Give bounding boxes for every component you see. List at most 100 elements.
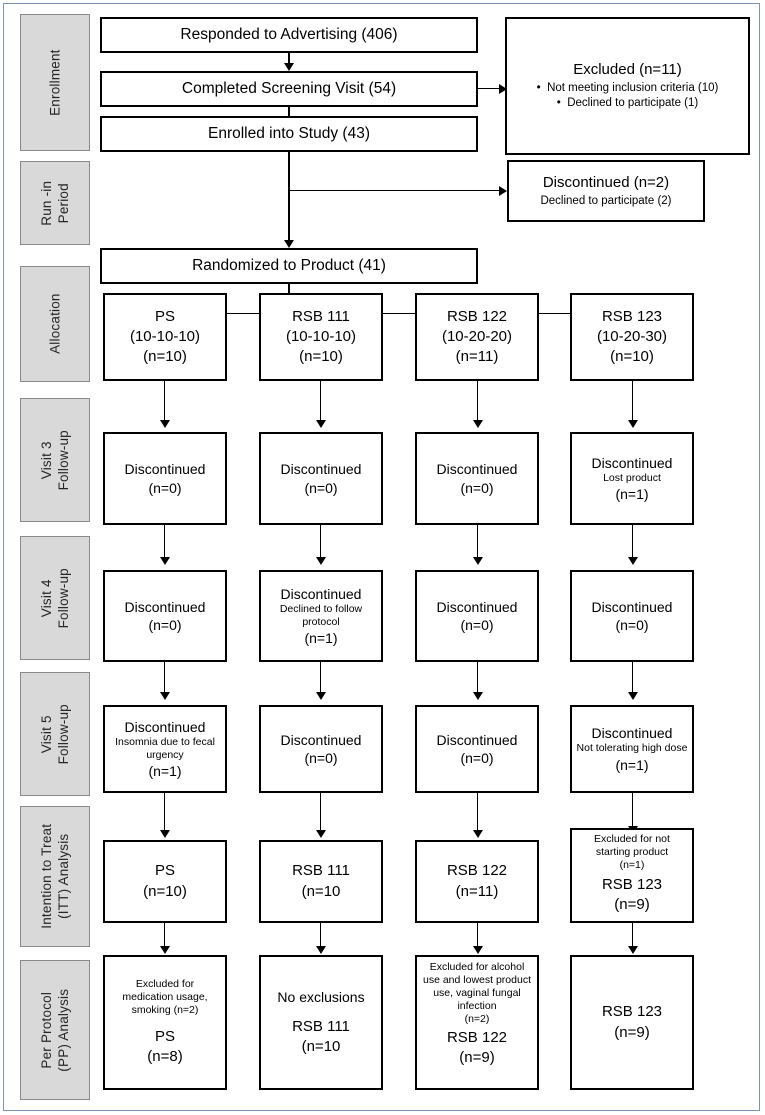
discontinued-n: (n=1) [304, 630, 338, 647]
stage-label-line1: Run -in [38, 180, 54, 226]
discontinued-title: Discontinued [436, 598, 518, 615]
discontinued-title: Discontinued [280, 461, 362, 478]
box-allocation-ps: PS (10-10-10) (n=10) [103, 293, 227, 381]
stage-label-enrollment: Enrollment [20, 14, 90, 151]
arrowhead-down [160, 420, 170, 428]
connector-col4-alloc-visit3 [632, 381, 634, 423]
discontinued-n: (n=0) [460, 750, 494, 766]
pp-n: (n=10 [301, 1037, 341, 1055]
connector-col3-visit5-itt [477, 793, 479, 833]
box-text: Completed Screening Visit (54) [181, 79, 397, 97]
arrowhead-down [160, 830, 170, 838]
discontinued-title: Discontinued [280, 585, 362, 602]
arrowhead-down [160, 692, 170, 700]
connector-col4-itt-pp [632, 923, 634, 949]
pp-n: (n=9) [614, 1023, 650, 1041]
discontinued-n: (n=0) [460, 617, 494, 633]
allocation-name: RSB 122 [446, 307, 508, 325]
itt-n: (n=10) [143, 882, 187, 900]
connector-randomize-bus [165, 313, 633, 315]
arrowhead-right [499, 186, 507, 196]
stage-label-line2: (PP) Analysis [56, 988, 71, 1072]
itt-name: RSB 123 [601, 876, 663, 894]
arrowhead-down [284, 63, 294, 71]
connector-col3-itt-pp [477, 923, 479, 949]
box-itt-rsb-123: Excluded for not starting product (n=1) … [570, 828, 694, 923]
arrowhead-down [628, 692, 638, 700]
allocation-dose: (10-10-10) [129, 327, 201, 345]
box-visit4-col4: Discontinued (n=0) [570, 570, 694, 662]
allocation-dose: (10-20-30) [596, 327, 668, 345]
connector-col1-itt-pp [164, 923, 166, 949]
pp-exclusion-note: No exclusions [277, 989, 365, 1006]
discontinued-n: (n=1) [148, 763, 182, 780]
box-visit4-col2: Discontinued Declined to follow protocol… [259, 570, 383, 662]
box-randomized-to-product: Randomized to Product (41) [100, 248, 478, 284]
connector-screened-to-excluded [478, 88, 505, 90]
box-responded-to-advertising: Responded to Advertising (406) [100, 17, 478, 53]
box-allocation-rsb-123: RSB 123 (10-20-30) (n=10) [570, 293, 694, 381]
connector-col3-visit4-visit5 [477, 662, 479, 695]
connector-col2-visit3-visit4 [320, 525, 322, 560]
discontinued-n: (n=0) [148, 617, 182, 633]
discontinued-n: (n=0) [460, 479, 494, 496]
pp-name: RSB 111 [292, 1017, 350, 1035]
arrowhead-down [473, 420, 483, 428]
arrowhead-down [473, 557, 483, 565]
stage-label-visit-4: Visit 4 Follow-up [20, 536, 90, 660]
box-pp-rsb-122: Excluded for alcohol use and lowest prod… [415, 955, 539, 1090]
run-in-discontinued-title: Discontinued (n=2) [542, 174, 670, 192]
stage-label-line2: Follow-up [55, 703, 71, 765]
connector-col2-visit5-itt [320, 793, 322, 833]
stage-label-allocation: Allocation [20, 266, 90, 382]
discontinued-title: Discontinued [591, 598, 673, 615]
connector-col1-visit5-itt [164, 793, 166, 833]
stage-label-line2: Follow-up [55, 429, 71, 491]
discontinued-title: Discontinued [124, 718, 206, 735]
itt-n: (n=9) [614, 896, 650, 914]
excluded-bullet-item: Declined to participate (1) [511, 96, 744, 112]
box-visit3-col2: Discontinued (n=0) [259, 432, 383, 525]
itt-name: RSB 122 [446, 862, 508, 880]
box-allocation-rsb-122: RSB 122 (10-20-20) (n=11) [415, 293, 539, 381]
discontinued-reason: Not tolerating high dose [576, 742, 688, 755]
allocation-n: (n=10) [143, 348, 187, 366]
stage-label-line2: Follow-up [55, 567, 71, 629]
arrowhead-down [628, 420, 638, 428]
allocation-name: RSB 123 [601, 307, 663, 325]
connector-screened-to-enrolled [288, 107, 290, 121]
discontinued-reason: Declined to follow protocol [279, 602, 363, 628]
box-visit3-col3: Discontinued (n=0) [415, 432, 539, 525]
excluded-title: Excluded (n=11) [573, 61, 682, 79]
box-visit3-col1: Discontinued (n=0) [103, 432, 227, 525]
discontinued-n: (n=0) [304, 479, 338, 496]
box-enrolled-into-study: Enrolled into Study (43) [100, 116, 478, 152]
excluded-bullets: Not meeting inclusion criteria (10) Decl… [511, 81, 744, 112]
pp-n: (n=9) [459, 1049, 495, 1067]
arrowhead-down [316, 420, 326, 428]
arrowhead-down [628, 946, 638, 954]
discontinued-reason: Insomnia due to fecal urgency [115, 735, 215, 761]
connector-runin-to-discontinued [289, 190, 505, 192]
allocation-n: (n=10) [610, 348, 654, 366]
excluded-bullet-item: Not meeting inclusion criteria (10) [511, 81, 744, 97]
itt-n: (n=10 [301, 882, 341, 900]
box-pp-rsb-111: No exclusions RSB 111 (n=10 [259, 955, 383, 1090]
arrowhead-down [628, 557, 638, 565]
connector-col3-alloc-visit3 [477, 381, 479, 423]
stage-label-visit-5: Visit 5 Follow-up [20, 672, 90, 796]
box-run-in-discontinued: Discontinued (n=2) Declined to participa… [507, 160, 705, 222]
stage-label-line1: Intention to Treat [38, 824, 54, 929]
connector-col1-visit4-visit5 [164, 662, 166, 695]
itt-name: RSB 111 [292, 862, 350, 880]
stage-label-intention-to-treat: Intention to Treat (ITT) Analysis [20, 806, 90, 947]
discontinued-n: (n=0) [615, 617, 649, 633]
stage-label-line1: Visit 3 [38, 441, 54, 479]
arrowhead-down [473, 946, 483, 954]
connector-col2-alloc-visit3 [320, 381, 322, 423]
box-visit5-col3: Discontinued (n=0) [415, 705, 539, 793]
connector-enrolled-to-randomized [288, 152, 290, 244]
pp-n: (n=8) [147, 1048, 183, 1066]
itt-n: (n=11) [455, 882, 499, 900]
pp-name: RSB 123 [601, 1003, 663, 1021]
